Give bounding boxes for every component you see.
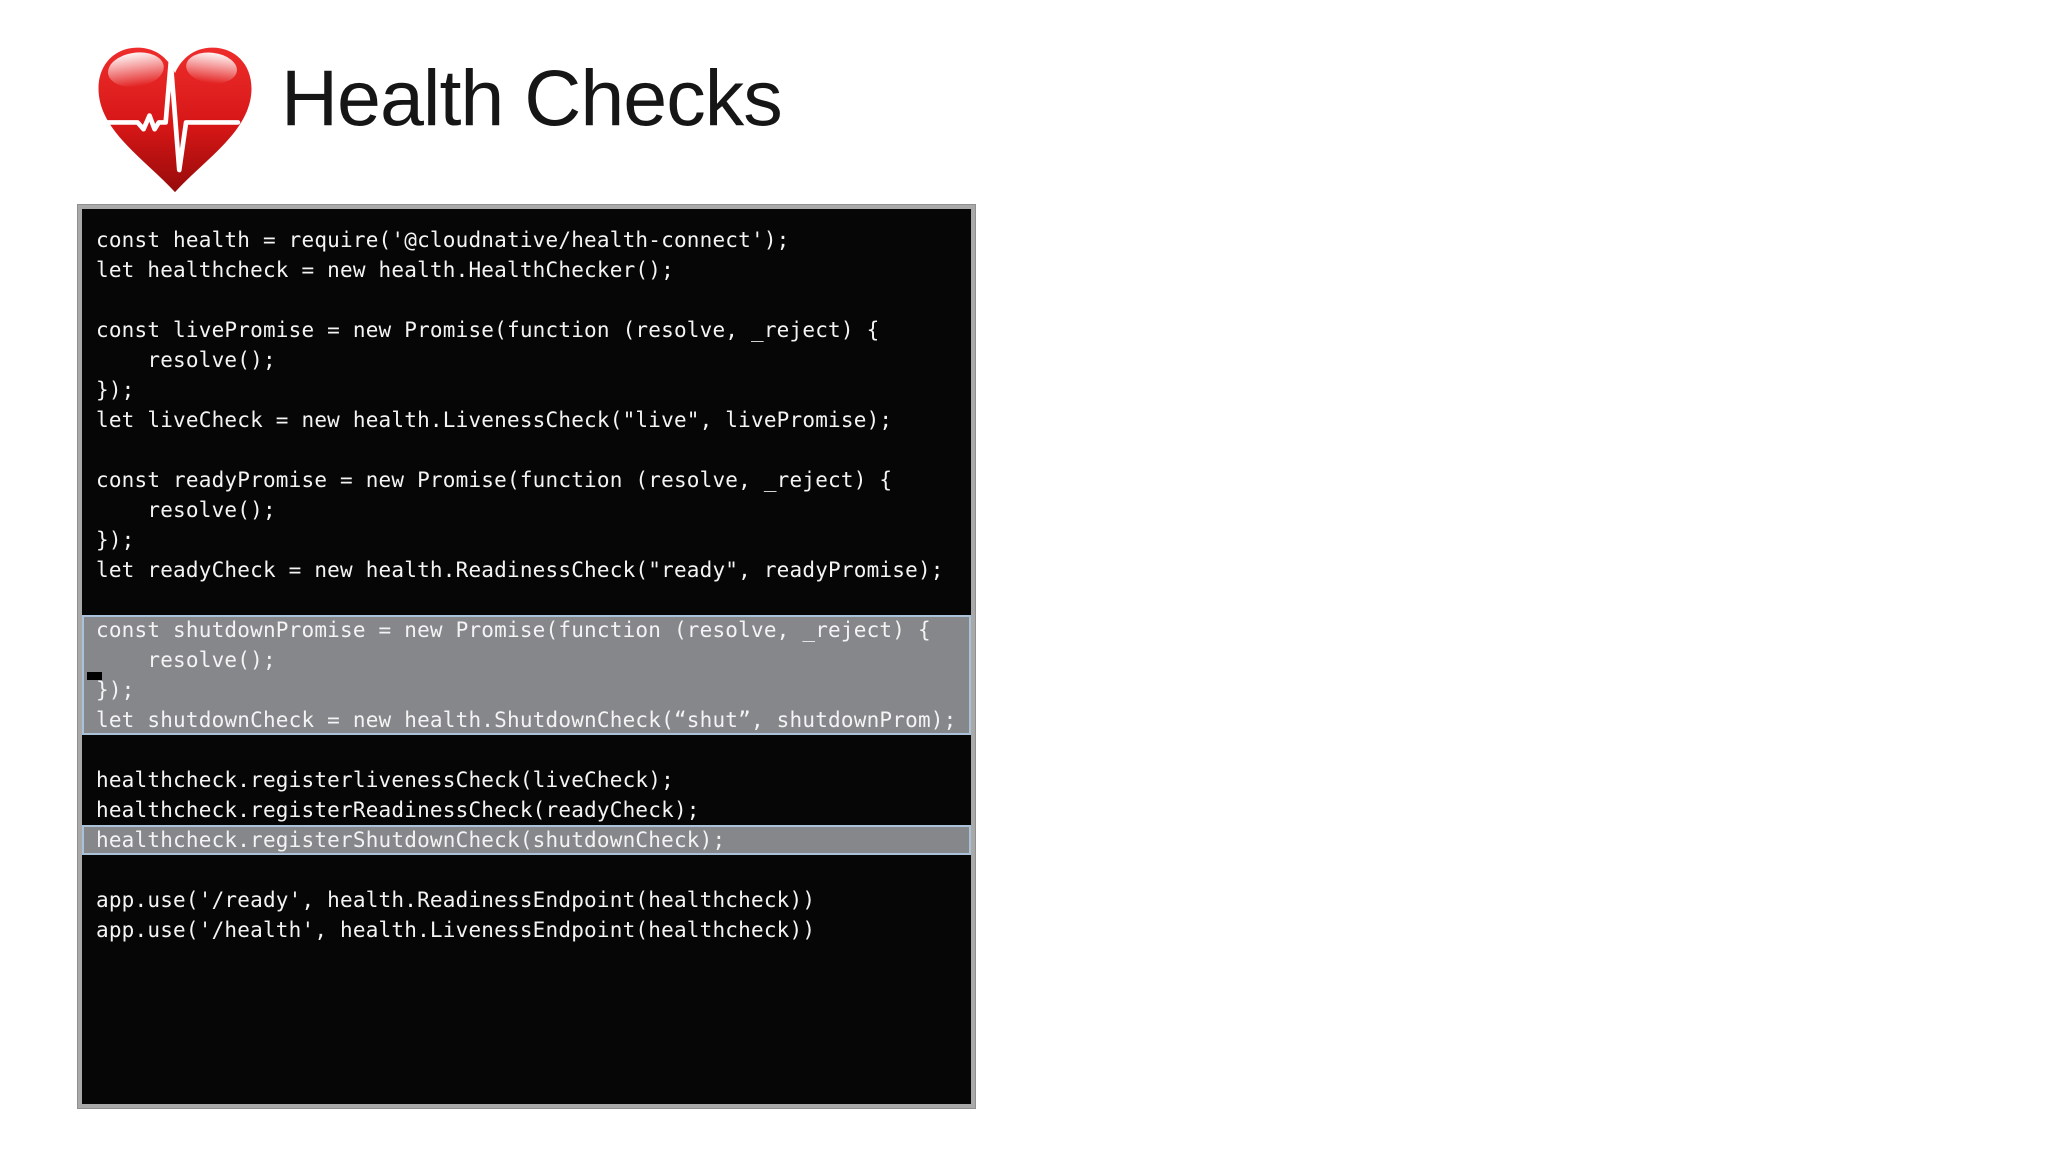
code-line[interactable]: healthcheck.registerReadinessCheck(ready… xyxy=(96,798,700,822)
code-line[interactable]: resolve(); xyxy=(96,348,276,372)
code-line-selected[interactable]: healthcheck.registerShutdownCheck(shutdo… xyxy=(96,828,726,852)
code-line[interactable] xyxy=(82,855,971,885)
code-line[interactable]: let readyCheck = new health.ReadinessChe… xyxy=(96,558,944,582)
code-line[interactable]: resolve(); xyxy=(96,498,276,522)
code-content: const health = require('@cloudnative/hea… xyxy=(82,209,971,945)
code-line[interactable]: const livePromise = new Promise(function… xyxy=(96,318,880,342)
code-line[interactable]: const health = require('@cloudnative/hea… xyxy=(96,228,790,252)
code-line[interactable]: let healthcheck = new health.HealthCheck… xyxy=(96,258,674,282)
selection-highlight: const shutdownPromise = new Promise(func… xyxy=(82,615,971,735)
code-line[interactable] xyxy=(82,585,971,615)
heart-ekg-icon xyxy=(90,34,260,204)
code-line[interactable]: app.use('/health', health.LivenessEndpoi… xyxy=(96,918,816,942)
code-line-selected[interactable]: }); xyxy=(82,672,971,705)
code-line-selected[interactable]: const shutdownPromise = new Promise(func… xyxy=(96,618,931,642)
code-line-selected[interactable]: resolve(); xyxy=(96,648,276,672)
code-line[interactable] xyxy=(82,435,971,465)
code-line[interactable]: }); xyxy=(96,528,135,552)
code-line[interactable] xyxy=(82,735,971,765)
code-line[interactable]: let liveCheck = new health.LivenessCheck… xyxy=(96,408,893,432)
code-line[interactable]: }); xyxy=(96,378,135,402)
code-editor-panel[interactable]: const health = require('@cloudnative/hea… xyxy=(78,205,975,1108)
code-line[interactable]: healthcheck.registerlivenessCheck(liveCh… xyxy=(96,768,674,792)
selection-highlight: healthcheck.registerShutdownCheck(shutdo… xyxy=(82,825,971,855)
text-cursor xyxy=(87,672,102,680)
code-line-selected[interactable]: let shutdownCheck = new health.ShutdownC… xyxy=(96,708,957,732)
page-title: Health Checks xyxy=(281,53,783,142)
code-line[interactable]: const readyPromise = new Promise(functio… xyxy=(96,468,893,492)
code-line[interactable]: app.use('/ready', health.ReadinessEndpoi… xyxy=(96,888,816,912)
code-line[interactable] xyxy=(82,285,971,315)
slide-header: Health Checks xyxy=(0,0,2048,210)
